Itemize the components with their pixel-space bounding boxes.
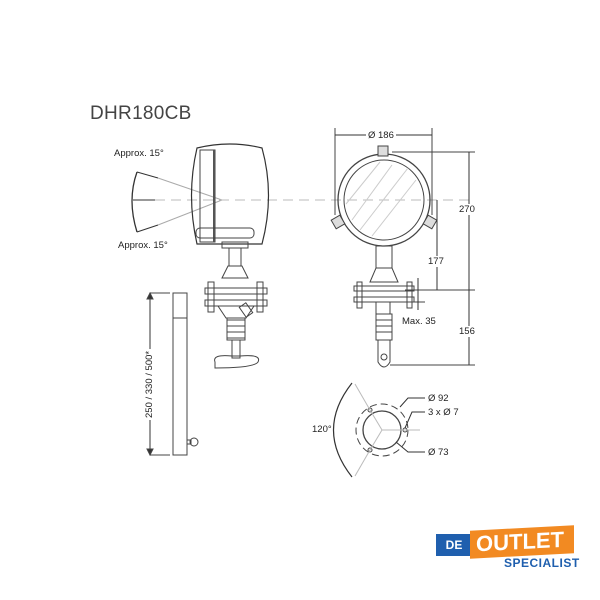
center-height-label: 177 [428,256,444,267]
bracket-side-view [204,281,268,369]
beam-angle-top-label: Approx. 15° [114,148,164,159]
logo-outlet: OUTLET [470,525,574,559]
lower-length-label: 156 [459,326,475,337]
logo-de: DE [436,534,472,556]
beam-angle-indicator [131,171,470,233]
diameter-label: Ø 186 [366,130,396,141]
product-title: DHR180CB [90,103,192,124]
flange-drawing [333,382,425,478]
flange-outer-diameter-label: Ø 92 [428,393,449,404]
total-height-label: 270 [459,204,475,215]
lamp-side-view [190,143,270,279]
max-clamp-label: Max. 35 [402,316,436,327]
flange-angle-label: 120° [312,424,332,435]
pole-length-label: 250 / 330 / 500* [144,348,155,420]
pole-drawing [146,291,199,457]
lamp-front-view [330,128,475,368]
beam-angle-bottom-label: Approx. 15° [118,240,168,251]
flange-holes-label: 3 x Ø 7 [428,407,459,418]
flange-inner-diameter-label: Ø 73 [428,447,449,458]
logo-specialist: SPECIALIST [504,556,580,570]
de-outlet-specialist-logo: DE OUTLET SPECIALIST [436,525,596,572]
